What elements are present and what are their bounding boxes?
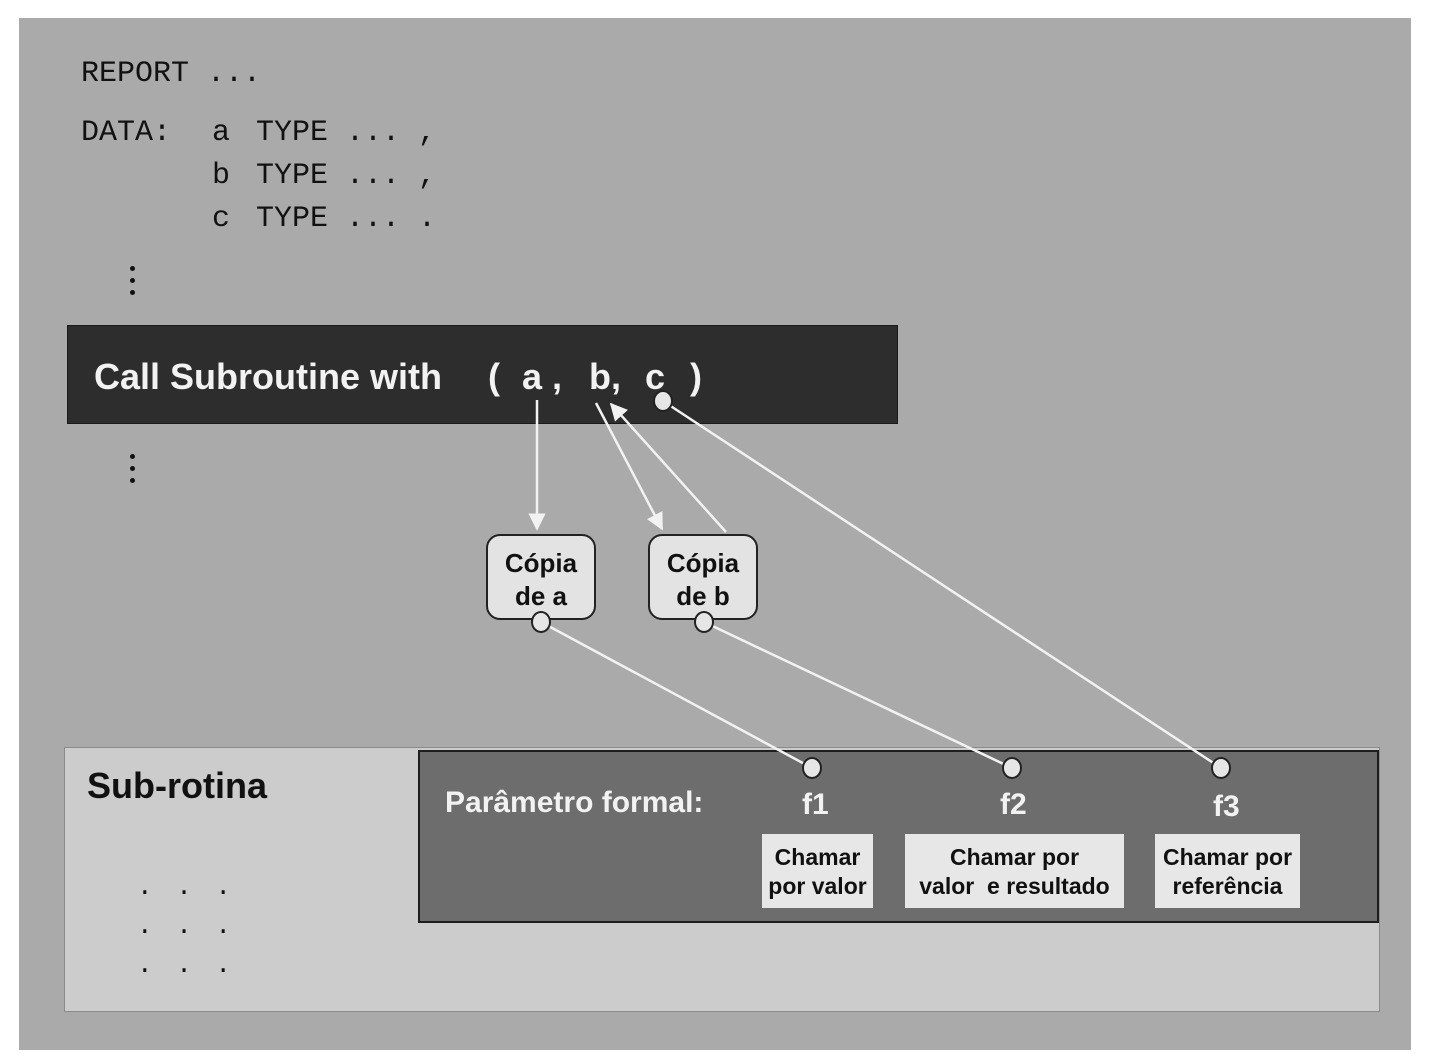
c-reference-node — [653, 390, 673, 412]
call-open-paren: ( — [488, 356, 500, 397]
data-type-b: TYPE ... , — [256, 159, 437, 193]
copy-of-b-box: Cópia de b — [648, 534, 758, 620]
data-type-c: TYPE ... . — [256, 202, 437, 236]
call-arg-c: c — [645, 356, 666, 397]
call-by-value-result-line2: valor e resultado — [919, 873, 1110, 899]
call-by-value-line1: Chamar — [774, 844, 861, 870]
subroutine-ellipsis-3: . . . — [137, 950, 236, 980]
call-arg-a: a , — [522, 356, 563, 397]
vertical-ellipsis-bottom — [130, 454, 136, 490]
call-by-value-line2: por valor — [768, 873, 867, 899]
copy-b-node — [694, 611, 714, 633]
call-by-value-result-box: Chamar por valor e resultado — [905, 834, 1124, 908]
call-statement-bar — [67, 325, 898, 424]
data-type-a: TYPE ... , — [256, 116, 437, 150]
f1-node — [802, 757, 822, 779]
call-close-paren: ) — [690, 356, 702, 397]
f3-node — [1211, 757, 1231, 779]
call-arg-b: b, — [589, 356, 621, 397]
param-f1-name: f1 — [802, 788, 829, 821]
copy-of-b-line2: de b — [676, 581, 730, 611]
call-by-reference-line2: referência — [1172, 873, 1283, 899]
link-copy-b-to-f2 — [703, 620, 1013, 770]
report-statement: REPORT ... — [81, 57, 262, 91]
data-var-b: b — [212, 159, 231, 193]
call-by-reference-box: Chamar por referência — [1155, 834, 1300, 908]
call-text: Call Subroutine with — [94, 356, 442, 397]
call-by-value-box: Chamar por valor — [762, 834, 873, 908]
link-copy-a-to-f1 — [540, 620, 813, 770]
arrow-b-to-copy — [594, 402, 664, 531]
arrow-copy-to-b — [609, 402, 727, 533]
param-f3-name: f3 — [1213, 790, 1240, 823]
copy-of-a-line1: Cópia — [504, 548, 578, 578]
link-c-to-f3 — [662, 399, 1222, 770]
formal-parameter-label: Parâmetro formal: — [445, 786, 704, 819]
subroutine-title: Sub-rotina — [87, 765, 267, 806]
vertical-ellipsis-top — [130, 266, 136, 302]
subroutine-ellipsis-1: . . . — [137, 872, 236, 902]
call-by-reference-line1: Chamar por — [1162, 844, 1293, 870]
call-by-value-result-line1: Chamar por — [949, 844, 1080, 870]
data-var-c: c — [212, 202, 231, 236]
copy-of-a-line2: de a — [514, 581, 568, 611]
copy-of-b-line1: Cópia — [666, 548, 740, 578]
subroutine-ellipsis-2: . . . — [137, 911, 236, 941]
data-keyword: DATA: — [81, 116, 172, 150]
data-var-a: a — [212, 116, 231, 150]
param-f2-name: f2 — [1000, 788, 1027, 821]
f2-node — [1002, 757, 1022, 779]
copy-of-a-box: Cópia de a — [486, 534, 596, 620]
copy-a-node — [531, 611, 551, 633]
